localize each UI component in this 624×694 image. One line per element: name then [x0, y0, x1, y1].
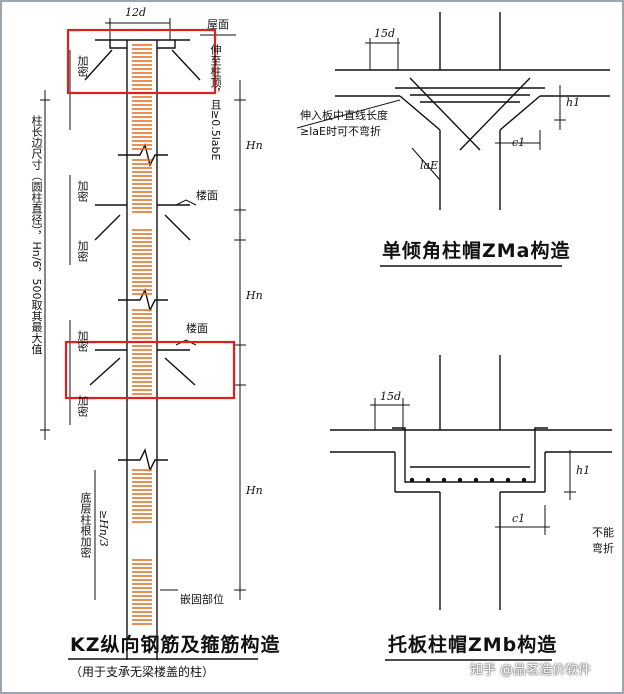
bottom-dense-label: 底层柱根加密 [79, 492, 92, 558]
highlight-floor-cap [64, 340, 236, 400]
zmb-h1: h1 [576, 464, 591, 477]
zmb-title: 托板柱帽ZMb构造 [388, 634, 558, 656]
dense-label-4: 加密 [76, 330, 89, 352]
left-title: KZ纵向钢筋及箍筋构造 [70, 634, 281, 656]
zma-h1: h1 [566, 96, 581, 109]
dense-label-5: 加密 [76, 395, 89, 417]
hn3-label: ≥Hn/3 [97, 510, 110, 547]
embed-label: 嵌固部位 [180, 593, 224, 606]
zmb-c1: c1 [512, 512, 526, 525]
floor-label-2: 楼面 [186, 322, 208, 335]
left-subtitle: （用于支承无梁楼盖的柱） [70, 665, 215, 679]
hn-label-3: Hn [246, 484, 263, 497]
watermark: 知乎 @品茗造价软件 [470, 663, 592, 678]
zma-lae: laE [420, 159, 439, 172]
dense-label-1: 加密 [76, 55, 89, 77]
dense-zone-note: 柱长边尺寸（圆柱直径），Hn/6，500取其最大值 [30, 115, 43, 355]
zmb-edge-note-2: 弯折 [592, 542, 614, 555]
hn-label-2: Hn [246, 289, 263, 302]
dense-label-3: 加密 [76, 240, 89, 262]
dim-12d: 12d [125, 6, 147, 19]
zma-dim-15d: 15d [374, 27, 396, 40]
floor-label-1: 楼面 [196, 189, 218, 202]
zma-note-1: 伸入板中直线长度 [300, 109, 388, 122]
zma-c1: c1 [512, 136, 526, 149]
zma-note-2: ≥laE时可不弯折 [300, 125, 381, 138]
hn-label-1: Hn [246, 139, 263, 152]
roof-label: 屋面 [207, 18, 229, 31]
zma-title: 单倾角柱帽ZMa构造 [382, 240, 571, 262]
highlight-top-cap [66, 28, 217, 95]
anchor-note: 伸至柱顶，且≥0.5labE [209, 44, 222, 161]
zmb-dim-15d: 15d [380, 390, 402, 403]
dense-label-2: 加密 [76, 180, 89, 202]
zmb-edge-note-1: 不能 [592, 526, 614, 539]
